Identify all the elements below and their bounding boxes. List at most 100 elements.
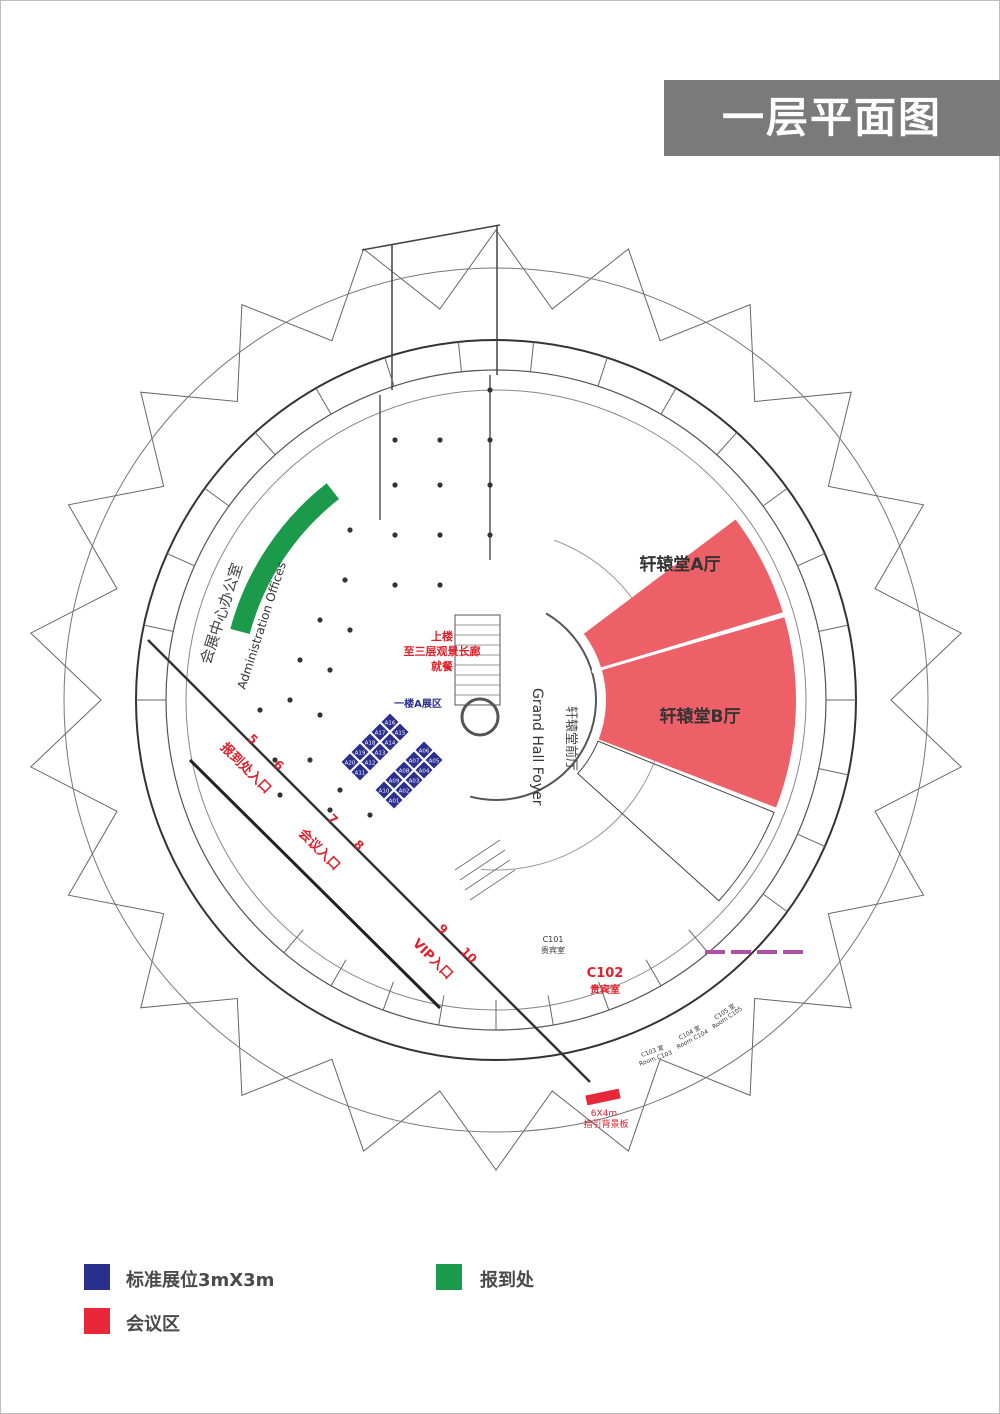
legend-swatch-registration <box>436 1264 462 1290</box>
column <box>437 532 443 538</box>
door-number: 8 <box>351 837 367 853</box>
exterior-walkway <box>188 758 442 1010</box>
upstairs-line-1: 上楼 <box>431 629 453 643</box>
booth: A12 <box>360 752 380 772</box>
booth-id: A20 <box>345 761 356 767</box>
upstairs-line-2: 至三层观景长廊 <box>404 644 481 658</box>
partition <box>143 624 174 632</box>
legend-label-meeting: 会议区 <box>126 1314 180 1335</box>
booth: A17 <box>370 722 390 742</box>
booth-id: A09 <box>389 779 400 785</box>
legend-swatch-meeting <box>84 1308 110 1334</box>
c101-name: 贵宾室 <box>541 945 565 955</box>
column <box>347 627 353 633</box>
booth: A14 <box>380 732 400 752</box>
door-number: 7 <box>325 811 341 827</box>
column <box>347 527 353 533</box>
column <box>437 482 443 488</box>
title-banner: 一层平面图 <box>664 80 1000 156</box>
column <box>437 582 443 588</box>
partition <box>762 893 788 913</box>
partition <box>283 929 304 954</box>
booth-id: A11 <box>355 771 366 777</box>
column-grid <box>257 387 493 818</box>
partition <box>330 959 347 987</box>
column <box>337 787 343 793</box>
upstairs-line-3: 就餐 <box>431 659 454 673</box>
booth: A01 <box>384 790 404 810</box>
column <box>327 807 333 813</box>
partition <box>818 768 849 776</box>
column <box>392 437 398 443</box>
roof-outline <box>29 229 963 1171</box>
legend-label-booth: 标准展位3mX3m <box>126 1270 275 1291</box>
booth: A08 <box>394 760 414 780</box>
booth: A13 <box>370 742 390 762</box>
booth-id: A01 <box>389 799 400 805</box>
legend-swatch-booth <box>84 1264 110 1290</box>
page-title: 一层平面图 <box>721 93 942 142</box>
outer-ring <box>63 267 929 1133</box>
signboard-marker <box>585 1088 621 1106</box>
foyer-en-label: Grand Hall Foyer <box>529 688 545 806</box>
column <box>487 482 493 488</box>
booth: A15 <box>390 722 410 742</box>
booth-id: A04 <box>419 769 430 775</box>
column <box>307 757 313 763</box>
column <box>342 577 348 583</box>
booth: A06 <box>414 740 434 760</box>
partition <box>645 959 662 987</box>
hall-b-label: 轩辕堂B厅 <box>660 706 741 727</box>
booth: A02 <box>394 780 414 800</box>
legend-label-registration: 报到处 <box>480 1270 534 1291</box>
foyer-cn-label: 轩辕堂前厅 <box>563 706 579 771</box>
escalator-treads <box>455 624 500 696</box>
c101-code: C101 <box>543 935 564 944</box>
booth: A20 <box>340 752 360 772</box>
signboard-name: 指引背景板 <box>583 1118 628 1130</box>
partition <box>660 387 677 415</box>
booth-id: A19 <box>355 751 366 757</box>
signboard-size: 6X4m <box>591 1109 617 1119</box>
ring-partitions <box>136 341 856 1030</box>
booth: A03 <box>404 770 424 790</box>
booth-id: A06 <box>419 749 430 755</box>
column <box>327 667 333 673</box>
registration-desk <box>230 483 340 635</box>
column <box>367 812 373 818</box>
booth: A18 <box>360 732 380 752</box>
booth-id: A02 <box>399 789 410 795</box>
column <box>317 617 323 623</box>
column <box>272 757 278 763</box>
partition <box>762 487 788 507</box>
booth-id: A14 <box>385 741 396 747</box>
lower-stairs <box>454 839 516 901</box>
column <box>392 532 398 538</box>
hall-c-area <box>577 740 775 902</box>
registration-entrance-label: 报到处入口 <box>217 740 274 797</box>
door-number: 9 <box>435 921 451 937</box>
booth: A05 <box>424 750 444 770</box>
column <box>437 437 443 443</box>
c102-name: 贵宾室 <box>590 983 620 996</box>
booth-id: A17 <box>375 731 386 737</box>
booth-id: A07 <box>409 759 420 765</box>
column <box>487 387 493 393</box>
entry-canopy <box>361 224 501 251</box>
column <box>487 532 493 538</box>
partition <box>716 432 738 456</box>
column <box>487 437 493 443</box>
partition <box>598 981 610 1011</box>
exhibit-area-label: 一楼A展区 <box>394 697 442 710</box>
column <box>287 697 293 703</box>
column <box>317 712 323 718</box>
partition <box>166 553 195 567</box>
booth: A07 <box>404 750 424 770</box>
booth: A16 <box>380 712 400 732</box>
hall-a-label: 轩辕堂A厅 <box>639 554 720 575</box>
column <box>297 657 303 663</box>
booth: A09 <box>384 770 404 790</box>
partition <box>797 553 826 567</box>
partition <box>688 929 709 954</box>
